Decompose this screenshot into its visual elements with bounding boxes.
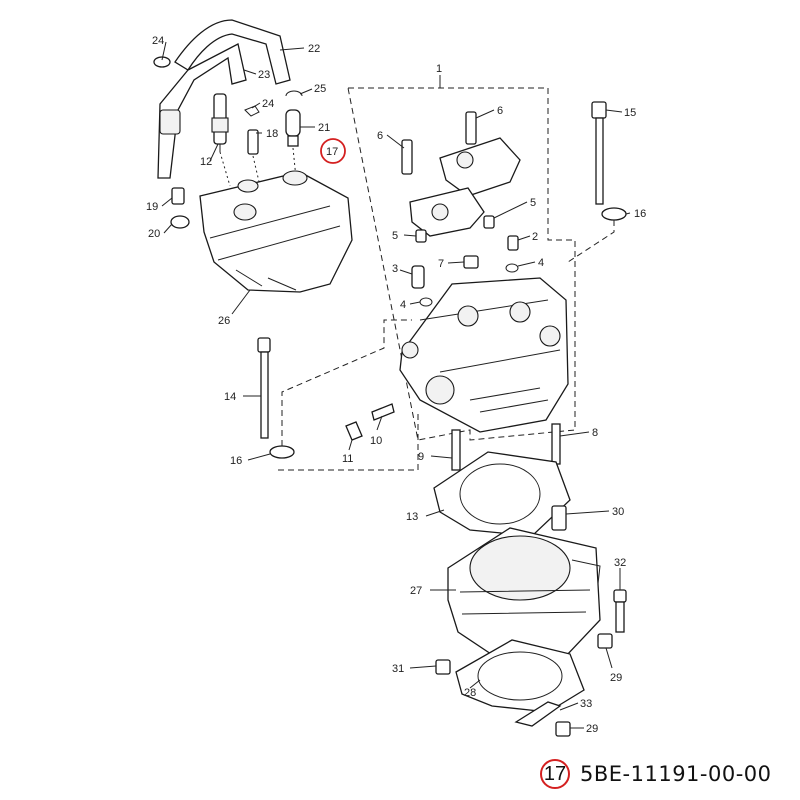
part-ref-circle: 17	[540, 759, 570, 789]
highlight-callout-17: 17	[320, 138, 346, 164]
callout-3: 3	[392, 263, 398, 275]
bolt-29-lower	[555, 721, 571, 737]
callout-32: 32	[614, 557, 626, 569]
bolt-29-upper	[597, 633, 613, 649]
callout-27: 27	[410, 585, 422, 597]
callout-19: 19	[146, 201, 158, 213]
callout-18: 18	[266, 128, 278, 140]
head-bolt-14	[257, 337, 271, 439]
camshaft-caps	[409, 137, 521, 237]
callout-11: 11	[342, 453, 353, 465]
callout-33: 33	[580, 698, 592, 710]
callout-17: 17	[326, 146, 338, 158]
breather-hose	[157, 19, 291, 179]
callout-2: 2	[532, 231, 538, 243]
bolt-11	[345, 421, 363, 441]
callout-23: 23	[258, 69, 270, 81]
callout-21: 21	[318, 122, 330, 134]
callout-29-bottom: 29	[586, 723, 598, 735]
callout-4-left: 4	[400, 299, 406, 311]
callout-28: 28	[464, 687, 476, 699]
callout-25: 25	[314, 83, 326, 95]
callout-6-left: 6	[377, 130, 383, 142]
callout-1: 1	[436, 63, 442, 75]
head-gasket	[433, 451, 571, 537]
part-ref-number: 17	[543, 762, 567, 785]
fitting-3	[411, 265, 425, 289]
part-reference: 17 5BE-11191-00-00	[540, 752, 772, 796]
cam-cap-bolt-left	[401, 139, 413, 175]
plug-21	[285, 109, 301, 147]
part-number: 5BE-11191-00-00	[580, 762, 772, 786]
callout-5-left: 5	[392, 230, 398, 242]
callout-16-right: 16	[634, 208, 646, 220]
callout-26: 26	[218, 315, 230, 327]
stud-8	[551, 423, 561, 465]
callout-13: 13	[406, 511, 418, 523]
callout-9: 9	[418, 451, 424, 463]
bolt-31	[435, 659, 451, 675]
bracket-33	[514, 701, 562, 727]
callout-30: 30	[612, 506, 624, 518]
callout-29-right: 29	[610, 672, 622, 684]
plug-bolt-7	[463, 255, 479, 269]
callout-6-right: 6	[497, 105, 503, 117]
callout-24-mid: 24	[262, 98, 274, 110]
cover-bolt-19	[171, 187, 185, 205]
callout-4-right: 4	[538, 257, 544, 269]
dowel-30	[551, 505, 567, 531]
callout-12: 12	[200, 156, 212, 168]
callout-5-right: 5	[530, 197, 536, 209]
cam-cap-bolt-right	[465, 111, 477, 145]
callout-20: 20	[148, 228, 160, 240]
callout-7: 7	[438, 258, 444, 270]
callout-8: 8	[592, 427, 598, 439]
callout-31: 31	[392, 663, 404, 675]
cylinder-head	[399, 277, 569, 433]
cylinder	[447, 527, 601, 661]
callout-10: 10	[370, 435, 382, 447]
cylinder-head-cover	[199, 170, 353, 293]
spark-plug	[211, 93, 229, 152]
clamp-24-top	[153, 56, 171, 68]
cylinder-head-group-outline	[347, 87, 576, 441]
bolt-32	[613, 589, 627, 633]
washer-16-right	[601, 207, 627, 221]
washer-16-left	[269, 445, 295, 459]
stud-9	[451, 429, 461, 471]
callout-14: 14	[224, 391, 236, 403]
head-bolt-15	[591, 101, 607, 205]
leader-lines	[161, 41, 631, 729]
callout-16-left: 16	[230, 455, 242, 467]
washer-20	[170, 215, 190, 229]
exhaust-stud-10	[371, 403, 395, 421]
oil-check-bolt	[247, 129, 259, 155]
callout-15: 15	[624, 107, 636, 119]
callout-24-top: 24	[152, 35, 164, 47]
base-gasket	[455, 639, 585, 713]
callout-22: 22	[308, 43, 320, 55]
